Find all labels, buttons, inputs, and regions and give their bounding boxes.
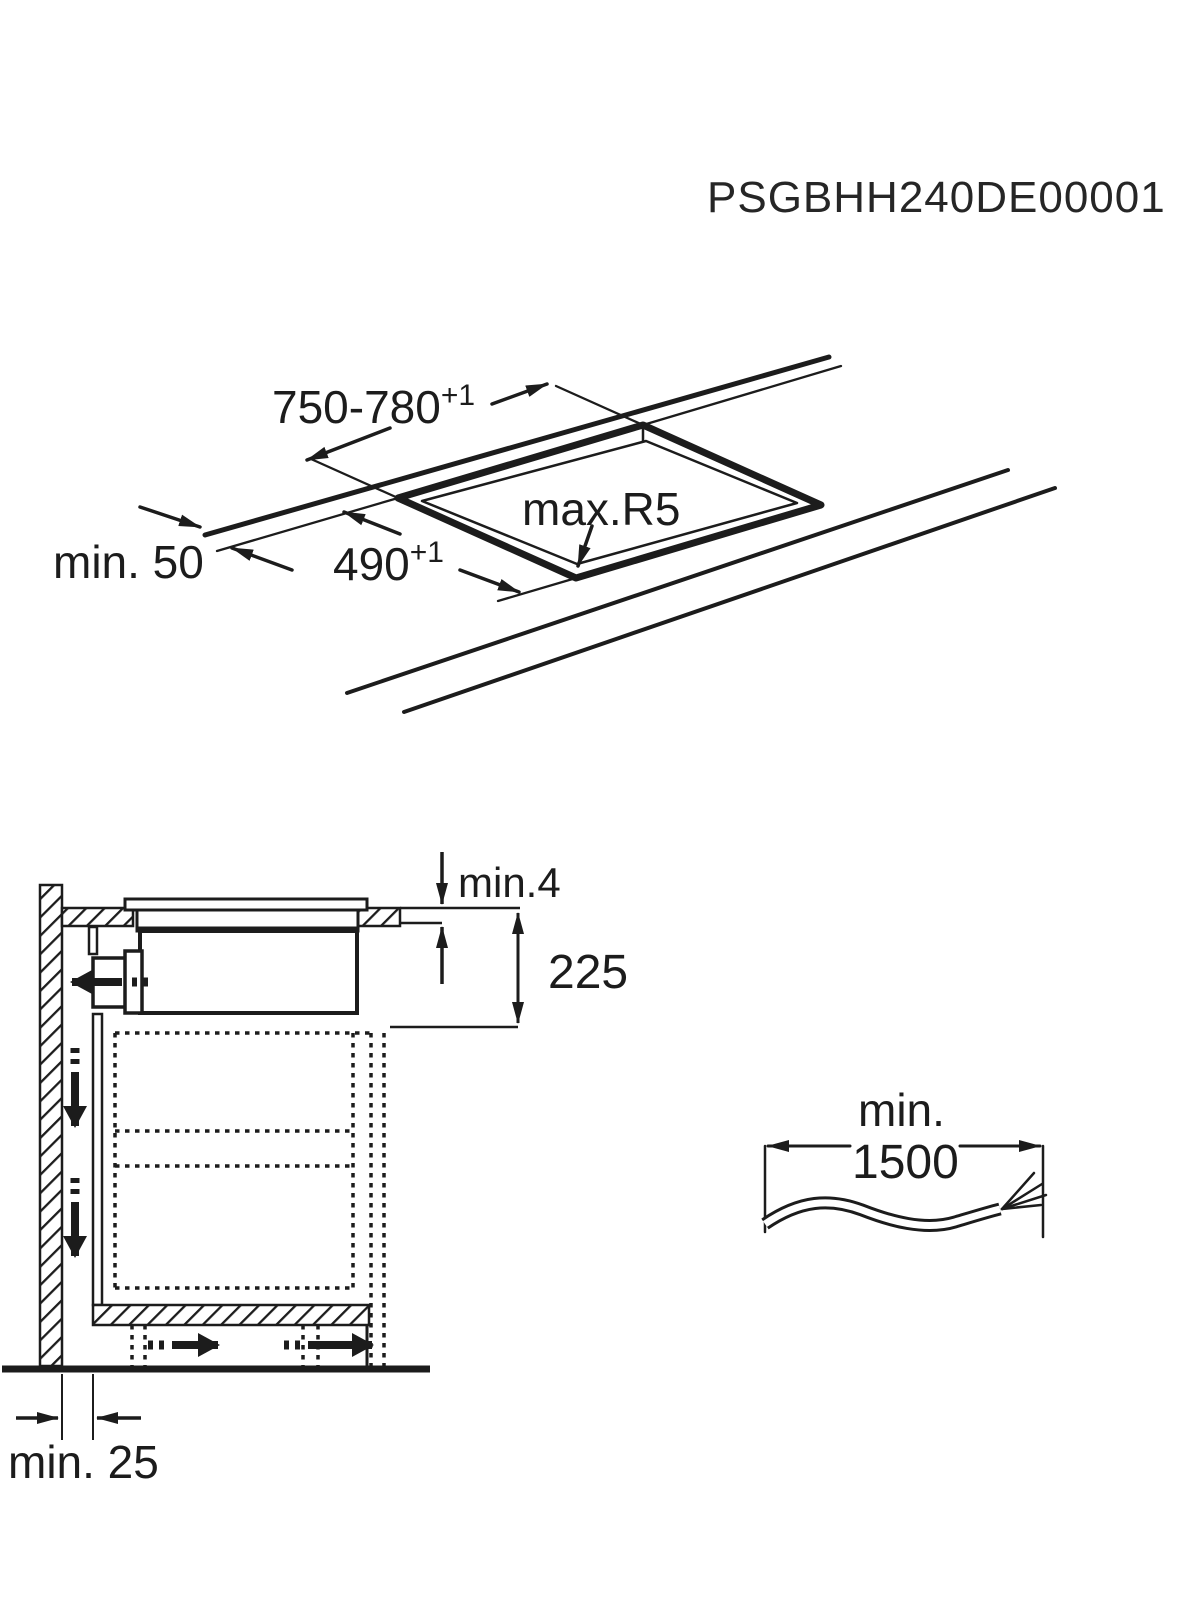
depth-below-label: 225 [548,946,628,999]
depth-dim-arrow-lower [458,568,521,594]
corner-radius-label: max.R5 [522,483,680,535]
cable-length-label: 1500 [852,1136,959,1189]
cutout-back-edge-extension-right [641,364,843,427]
cutout-back-edge-extension-left [215,496,400,553]
cable-diagram: min. 1500 [761,1084,1048,1239]
top-clearance-label: min.4 [458,859,561,906]
cabinet-back-panel [91,1012,104,1307]
cutout-front-edge-extension [496,576,578,603]
edge-distance-arrow-lower [230,546,294,572]
edge-distance-arrow-upper [138,505,202,529]
hob-body [138,929,359,1015]
wall-gap-label: min. 25 [8,1436,159,1488]
cable-wire-ends [1000,1171,1048,1211]
cabinet-bottom-shelf [91,1303,371,1327]
cable-min-label: min. [858,1084,945,1136]
width-extension-line-right [554,384,645,427]
mounting-bracket [87,925,99,956]
cabinet-dashed-outline [113,1031,386,1366]
width-extension-line-left [309,457,400,500]
worktop-back-edge-line [202,354,832,538]
worktop-front-edge-line-1 [345,468,1010,695]
mains-cable-core [763,1199,1001,1229]
cutout-outline [394,421,825,582]
cutout-diagram: 750-780+1 490+1 min. 50 max.R5 [53,354,1057,714]
side-view-diagram: min.4 225 min. 25 [2,852,628,1488]
part-number: PSGBHH240DE00001 [707,173,1166,222]
wall-section [38,883,64,1368]
hob-glass-panel [123,897,369,912]
width-dim-arrow-left [305,426,392,462]
width-dim-arrow-right [490,382,549,406]
worktop-left-section [60,906,135,928]
cutout-inner-edge [420,439,799,566]
depth-dim-arrow-upper [342,510,402,536]
edge-distance-label: min. 50 [53,536,204,588]
corner-radius-arrow [576,524,594,568]
worktop-front-edge-line-2 [402,486,1057,714]
cutout-width-label: 750-780+1 [272,379,475,433]
cutout-depth-label: 490+1 [333,536,444,590]
